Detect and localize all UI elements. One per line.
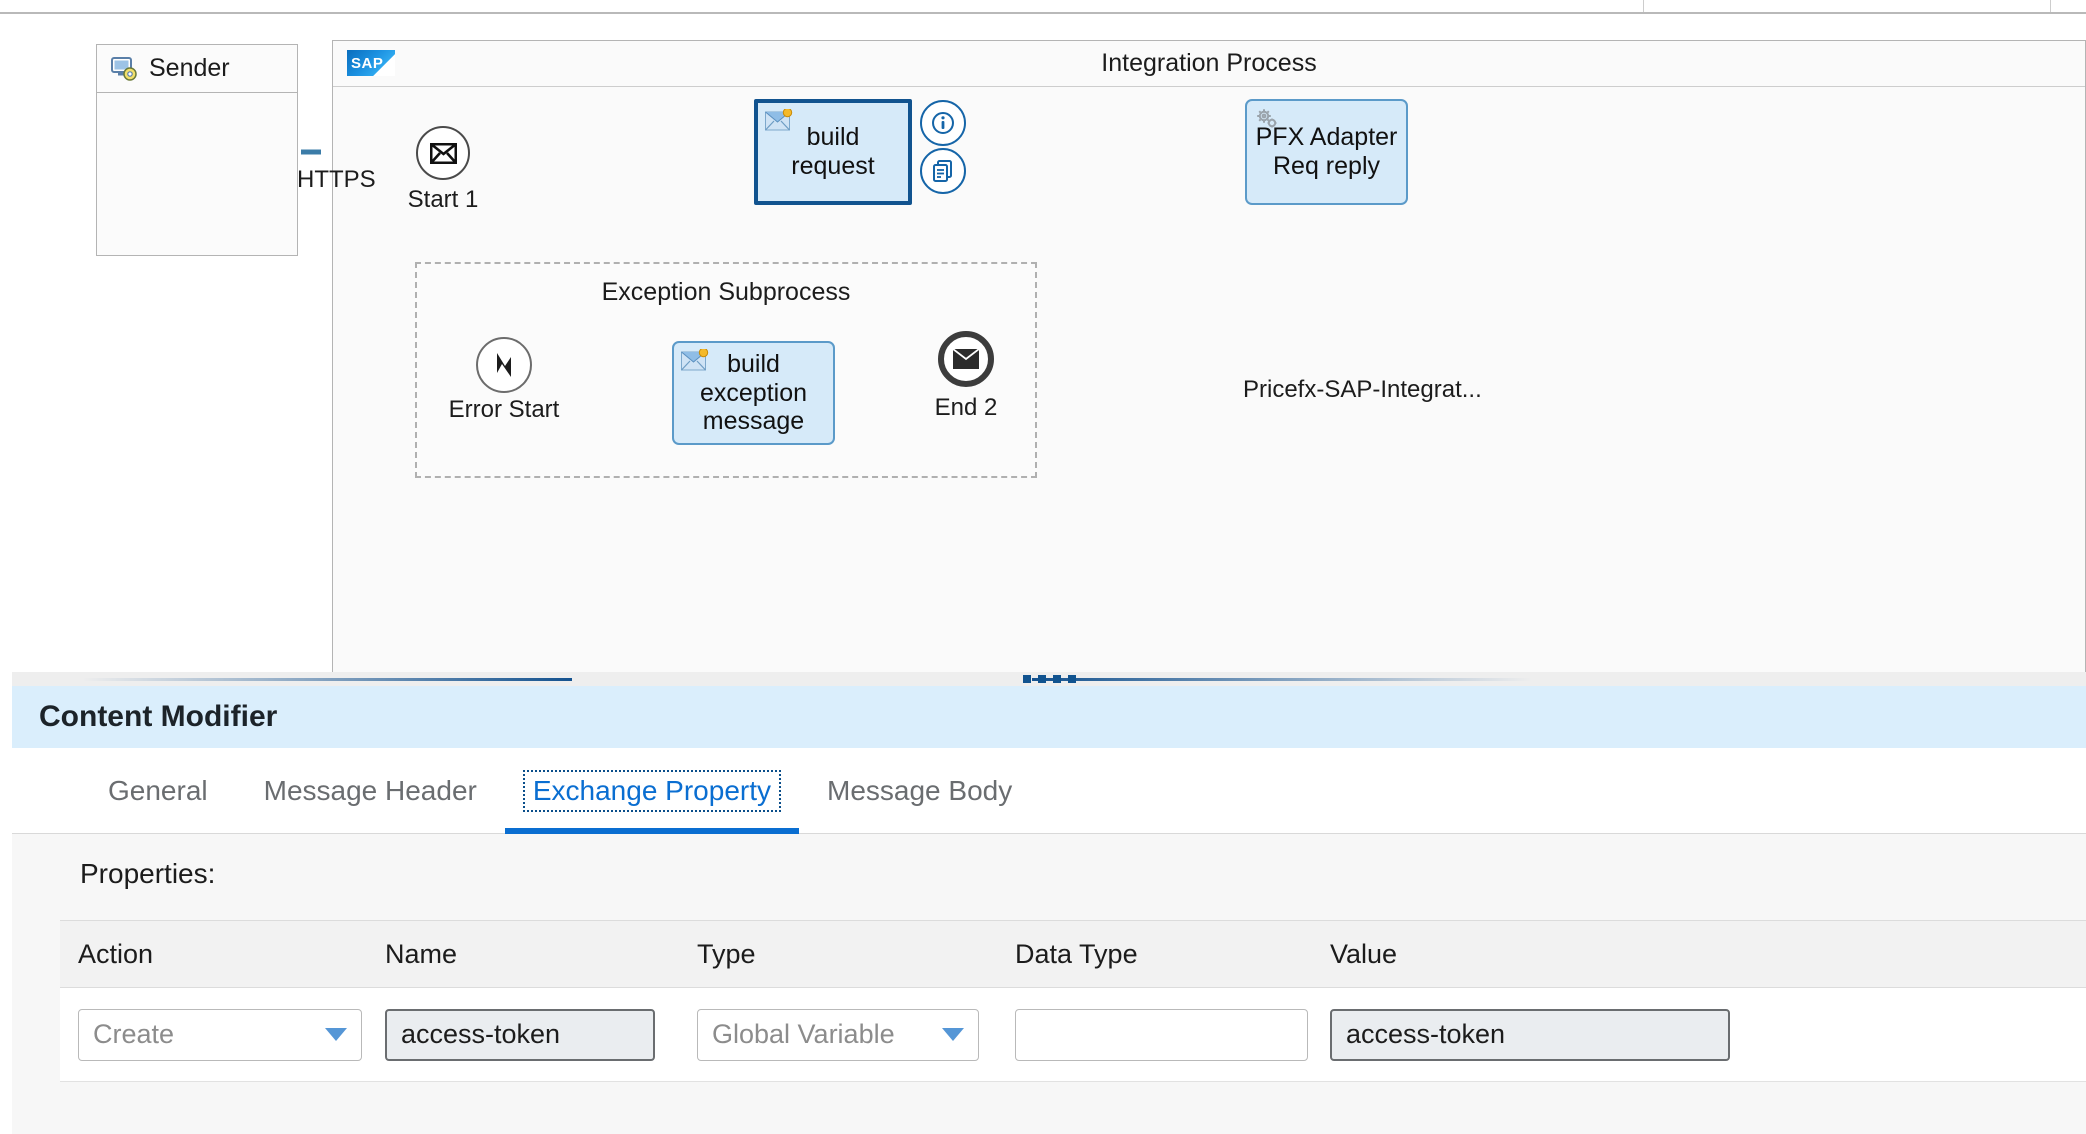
start-event-start1-label: Start 1 [407,186,479,213]
envelope-filled-icon [953,349,979,369]
tab-message-body-label: Message Body [827,774,1013,806]
panel-title: Content Modifier [39,700,278,733]
column-header-name: Name [385,938,458,969]
cell-action: Create [60,1008,385,1061]
column-header-action: Action [78,938,154,969]
data-type-input[interactable] [1015,1008,1308,1061]
task-build-request-label: build request [791,123,875,180]
content-modifier-body: Properties: Action Name Type Data Type V… [12,834,2086,1134]
task-pfx-adapter-req-reply[interactable]: PFX Adapter Req reply [1245,99,1408,205]
toolbar-divider [2050,0,2051,12]
exc-label-line1: build exception [699,349,808,407]
chevron-down-icon [325,1028,347,1041]
tab-exchange-property[interactable]: Exchange Property [504,748,799,834]
cell-data-type [1015,1008,1330,1061]
copy-badge[interactable] [920,148,966,194]
integration-process-pool[interactable]: SAP Integration Process [332,40,2086,680]
name-input-value: access-token [401,1019,561,1049]
action-select-value: Create [93,1019,175,1049]
content-modifier-header: Content Modifier [12,686,2086,748]
exc-label-line2: message [702,407,805,436]
tab-message-header-label: Message Header [263,774,477,806]
tab-message-body[interactable]: Message Body [799,748,1040,834]
task-build-request[interactable]: build request [754,99,912,205]
value-input[interactable]: access-token [1330,1008,1730,1061]
type-select-value: Global Variable [712,1019,895,1049]
panel-splitter[interactable] [12,672,2086,686]
start-event-start1[interactable] [416,126,470,180]
tab-active-underline [504,827,799,834]
top-toolbar-strip [0,0,2086,14]
cell-type: Global Variable [697,1008,1015,1061]
lightning-bolt-icon [497,353,511,377]
tab-message-header[interactable]: Message Header [236,748,505,834]
chevron-down-icon [942,1028,964,1041]
pricefx-connection-label: Pricefx-SAP-Integrat... [1243,376,1482,403]
value-input-value: access-token [1346,1019,1506,1049]
exception-subprocess-title: Exception Subprocess [601,278,851,306]
properties-label: Properties: [80,858,216,889]
tab-general[interactable]: General [80,748,236,834]
https-connection-label: HTTPS [297,166,376,193]
pfx-label-line2: Req reply [1273,152,1380,180]
pool-title: Integration Process [1101,49,1317,77]
sender-label: Sender [149,54,230,82]
tab-general-label: General [108,774,208,806]
message-mapping-icon [681,349,709,371]
properties-table: Action Name Type Data Type Value Create … [60,920,2086,1082]
pfx-label-line1: PFX Adapter [1255,123,1398,152]
sender-header: Sender [97,45,297,93]
task-build-exception-message[interactable]: build exception message [672,341,835,445]
cell-name: access-token [385,1008,697,1061]
table-row: Create access-token Global Variable [60,988,2086,1082]
action-select[interactable]: Create [78,1008,362,1061]
pool-header: SAP Integration Process [333,41,2085,87]
info-badge[interactable] [920,100,966,146]
sender-system-icon [111,56,137,81]
content-modifier-tablist[interactable]: General Message Header Exchange Property… [12,748,2086,834]
copy-icon [933,160,952,182]
error-start-event[interactable] [476,337,532,393]
splitter-grip-dots [1022,675,1076,683]
integration-flow-canvas[interactable]: Sender SAP Integration Process Exception… [12,16,2086,680]
end-event-end2[interactable] [938,331,994,387]
properties-table-header: Action Name Type Data Type Value [60,920,2086,988]
column-header-type: Type [697,938,756,969]
toolbar-divider [1643,0,1644,12]
splitter-line-left [82,677,572,681]
message-mapping-icon [765,109,793,131]
name-input[interactable]: access-token [385,1008,655,1061]
end-event-end2-label: End 2 [934,394,998,421]
task-pfx-adapter-label: PFX Adapter Req reply [1248,123,1406,181]
info-icon [932,112,954,134]
splitter-line-right [1032,677,1532,681]
sap-logo: SAP [347,50,395,76]
tab-focus-ring [522,769,781,812]
task-build-exception-label: build exception message [674,350,833,436]
cell-value: access-token [1330,1008,1730,1061]
type-select[interactable]: Global Variable [697,1008,979,1061]
column-header-value: Value [1330,938,1398,969]
tab-exchange-property-label: Exchange Property [532,774,771,806]
error-start-event-label: Error Start [448,396,560,423]
gear-icon [1257,109,1277,128]
envelope-icon [429,142,457,164]
sender-participant[interactable]: Sender [96,44,298,256]
sap-logo-text: SAP [351,54,384,72]
column-header-data-type: Data Type [1015,938,1138,969]
